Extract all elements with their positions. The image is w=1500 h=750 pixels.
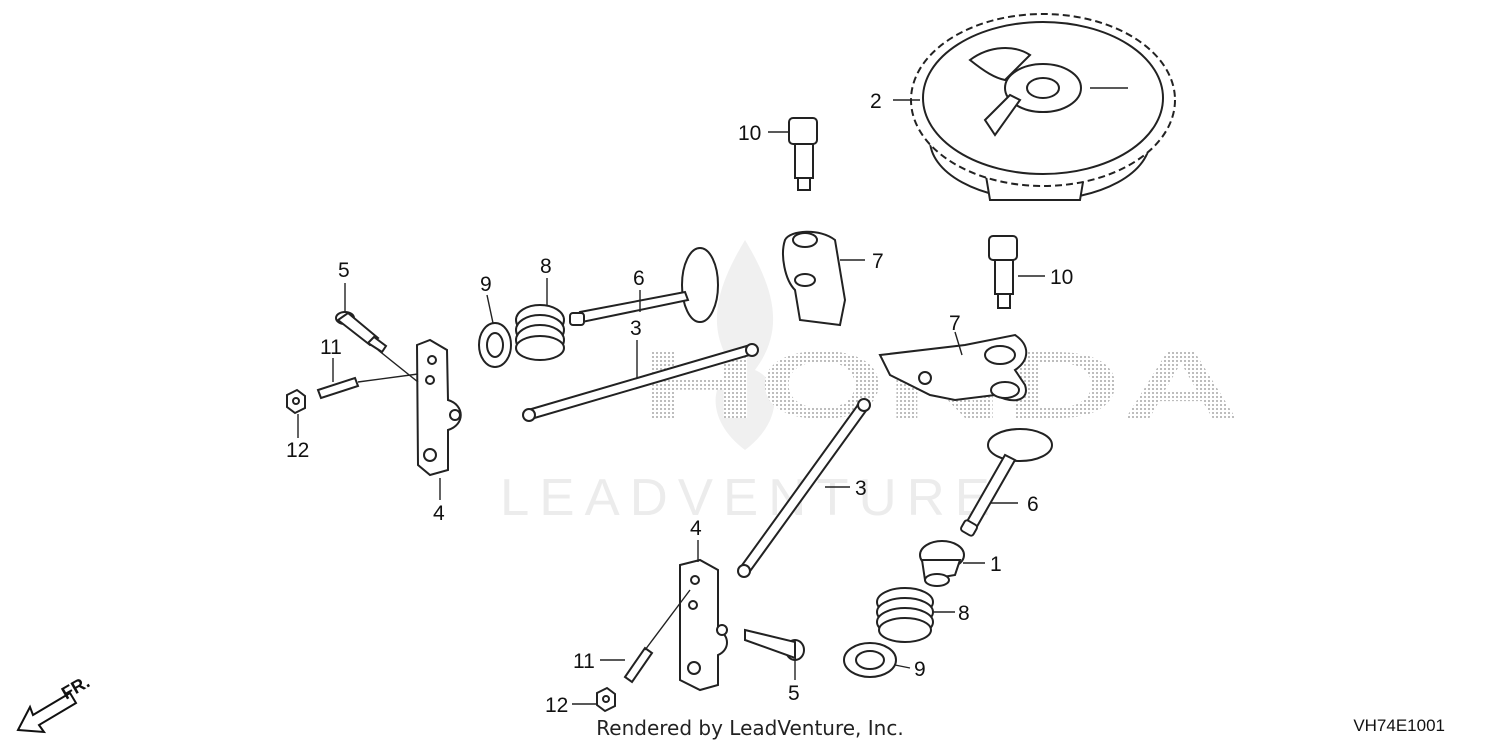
callout-holder-top: 7	[872, 250, 884, 273]
callout-valve-upper: 6	[633, 267, 645, 290]
pivot-bolt-right[interactable]	[988, 235, 1018, 309]
callout-nut-bottom: 12	[545, 694, 568, 717]
footer-credit: Rendered by LeadVenture, Inc.	[596, 716, 904, 740]
watermark-text: LEADVENTURE	[500, 469, 1000, 527]
spring-retainer-lower[interactable]	[843, 642, 897, 678]
valve-stem-seal[interactable]	[919, 540, 965, 587]
valve-lower[interactable]	[960, 428, 1053, 537]
valve-upper[interactable]	[569, 247, 719, 326]
pivot-pin-bottom[interactable]	[744, 628, 805, 661]
camshaft-gear[interactable]	[910, 13, 1176, 201]
callouts: 2 10 10 7 7 6 6 8 8 9 9 5 5 11 11 12 12 …	[286, 90, 1073, 717]
callout-arm-bottom: 4	[690, 517, 702, 540]
pivot-bolt-top[interactable]	[788, 117, 818, 191]
push-rod-upper[interactable]	[522, 343, 759, 422]
callout-pin-left: 5	[338, 259, 350, 282]
callout-spring-upper: 8	[540, 255, 552, 278]
hex-nut-bottom[interactable]	[596, 686, 616, 713]
pivot-pin-left[interactable]	[335, 311, 388, 354]
spring-retainer-upper[interactable]	[478, 322, 512, 368]
callout-rod-lower: 3	[855, 477, 867, 500]
stud-bolt-left[interactable]	[316, 376, 360, 400]
valve-spring-upper[interactable]	[515, 304, 565, 361]
stud-bolt-bottom[interactable]	[623, 646, 654, 684]
front-arrow-icon	[16, 691, 78, 734]
valve-spring-lower[interactable]	[876, 587, 934, 643]
rocker-arm-bottom[interactable]	[679, 558, 728, 692]
rocker-arm-left[interactable]	[415, 338, 462, 477]
hex-nut-left[interactable]	[286, 388, 306, 415]
callout-spring-lower: 8	[958, 602, 970, 625]
callout-arm-left: 4	[433, 502, 445, 525]
watermark: HONDA LEADVENTURE	[500, 240, 1240, 527]
push-rod-lower[interactable]	[737, 398, 871, 578]
rocker-arm-right[interactable]	[878, 333, 1028, 402]
diagram-code: VH74E1001	[1353, 716, 1445, 735]
leader-lines	[297, 99, 1045, 705]
callout-gear: 2	[870, 90, 882, 113]
callout-stud-bottom: 11	[573, 650, 595, 673]
callout-pin-bottom: 5	[788, 682, 800, 705]
callout-bolt-right: 10	[1050, 266, 1073, 289]
callout-bolt-top: 10	[738, 122, 761, 145]
callout-stud-left: 11	[320, 336, 342, 359]
callout-retainer-lower: 9	[914, 658, 926, 681]
rocker-holder-top[interactable]	[782, 230, 847, 327]
callout-retainer-upper: 9	[480, 273, 492, 296]
callout-holder-right: 7	[949, 312, 961, 335]
callout-rod-upper: 3	[630, 317, 642, 340]
watermark-flame-icon	[715, 240, 775, 450]
callout-nut-left: 12	[286, 439, 309, 462]
callout-seal: 1	[990, 553, 1002, 576]
callout-valve-lower: 6	[1027, 493, 1039, 516]
